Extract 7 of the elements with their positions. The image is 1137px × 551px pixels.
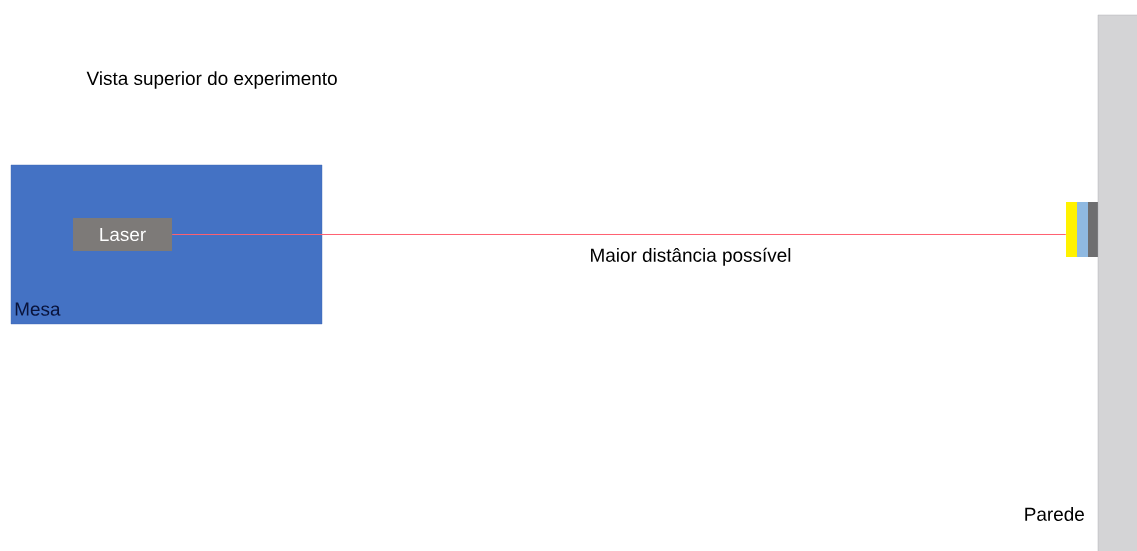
wall-drawing: Parede xyxy=(1025,14,1137,551)
title: Vista superior do experimento xyxy=(86,71,337,89)
laser-beam xyxy=(171,234,1067,235)
node-label: Parede xyxy=(1025,507,1084,521)
edge-label: Maior distância possível xyxy=(587,245,794,268)
laser-box: Laser xyxy=(73,218,172,251)
target-drawing xyxy=(1066,202,1098,257)
